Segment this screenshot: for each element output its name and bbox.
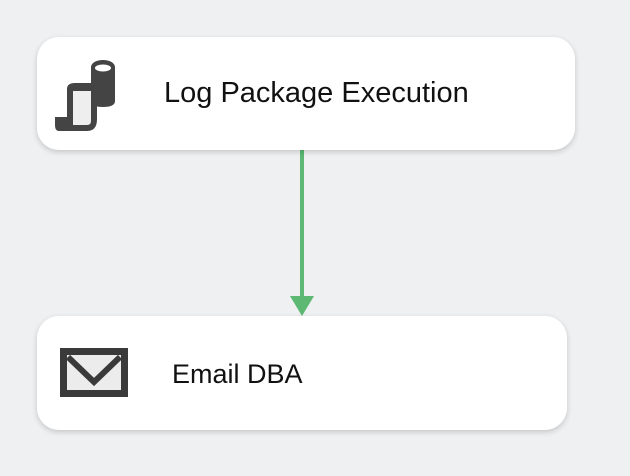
task-email-dba[interactable]: Email DBA — [37, 316, 567, 430]
send-mail-icon — [60, 348, 128, 397]
execute-sql-icon — [55, 60, 115, 131]
task-log-package-execution[interactable]: Log Package Execution — [37, 37, 575, 150]
task-label: Email DBA — [172, 359, 303, 389]
task-label: Log Package Execution — [164, 77, 469, 109]
